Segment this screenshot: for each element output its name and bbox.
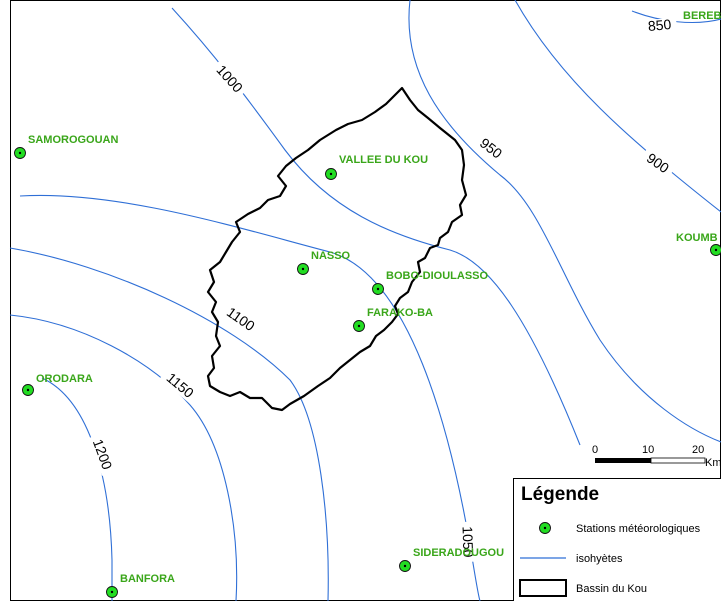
station-samorogouan[interactable]: SAMOROGOUAN [14,134,119,159]
legend-title: Légende [521,484,599,505]
scale-bar-segment-1 [595,458,651,463]
isohyet-1150 [9,314,238,601]
isohyet-label-850: 850 [647,16,672,34]
station-label-vallee-du-kou: VALLEE DU KOU [339,154,428,166]
station-banfora[interactable]: BANFORA [106,573,176,598]
legend-item-isohyetes: isohyètes [576,553,623,565]
station-label-orodara: ORODARA [36,373,93,385]
scale-tick-10: 10 [642,444,654,456]
station-label-bobo-dioulasso: BOBO-DIOULASSO [386,270,489,282]
scale-unit: Km [705,457,721,469]
station-bobo-dioulasso[interactable]: BOBO-DIOULASSO [372,270,489,295]
station-label-banfora: BANFORA [120,573,175,585]
station-sideradougou[interactable]: SIDERADOUGOU [399,547,505,572]
isohyet-1100 [9,247,329,601]
scale-tick-0: 0 [592,444,598,456]
station-orodara[interactable]: ORODARA [22,373,93,396]
station-label-koumbia: KOUMB [676,232,718,244]
basin-kou-outline [206,86,468,412]
isohyet-label-1050: 1050 [459,526,476,558]
legend-item-bassin: Bassin du Kou [576,583,647,595]
isohyet-950 [408,0,721,443]
station-farako-ba[interactable]: FARAKO-BA [353,307,434,332]
station-label-samorogouan: SAMOROGOUAN [28,134,119,146]
isohyet-900 [514,0,721,213]
scale-bar-segment-2 [650,457,706,464]
station-vallee-du-kou[interactable]: VALLEE DU KOU [325,154,429,180]
legend-item-stations: Stations météorologiques [576,523,701,535]
station-label-nasso: NASSO [311,250,351,262]
station-layer: SAMOROGOUAN VALLEE DU KOU NASSO BOBO-DIO… [14,10,721,598]
station-koumbia[interactable]: KOUMB [676,232,721,256]
scale-bar: 0 10 20 Km [592,444,721,469]
isohyet-850 [631,10,721,23]
scale-tick-20: 20 [692,444,704,456]
station-label-farako-ba: FARAKO-BA [367,307,433,319]
legend-basin-icon [519,579,567,597]
station-label-bereba: BEREB [683,10,721,22]
station-label-sideradougou: SIDERADOUGOU [413,547,504,559]
legend: Légende Stations météorologiques isohyèt… [513,478,721,601]
station-nasso[interactable]: NASSO [297,250,351,275]
